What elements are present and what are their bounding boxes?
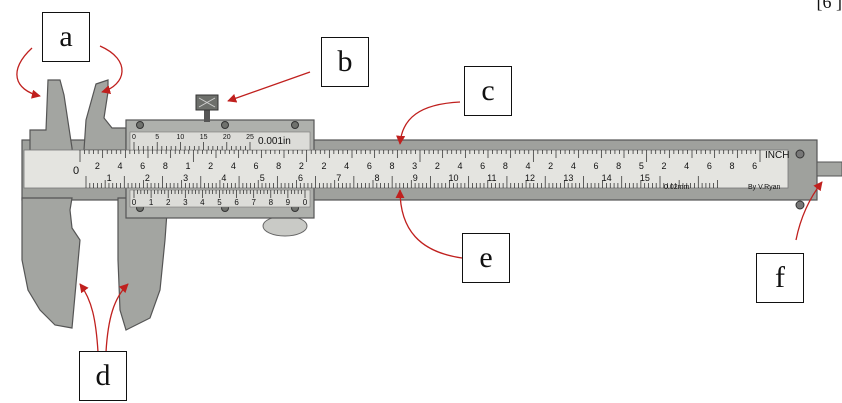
label-f: f	[756, 253, 804, 303]
slider-screw	[136, 121, 144, 129]
inch-number: 2	[661, 161, 666, 171]
inch-number: 3	[412, 161, 417, 171]
vernier-top-number: 20	[223, 134, 231, 141]
cm-number: 9	[413, 173, 418, 183]
inch-number: 6	[707, 161, 712, 171]
arrow-c	[396, 101, 461, 145]
cm-number: 5	[260, 173, 265, 183]
beam-screw	[795, 149, 805, 159]
cm-number: 3	[183, 173, 188, 183]
vernier-bottom-number: 5	[217, 198, 222, 207]
inch-number: 6	[140, 161, 145, 171]
inch-number: 2	[95, 161, 100, 171]
inch-number: 4	[684, 161, 689, 171]
vernier-bottom-number: 7	[251, 198, 256, 207]
cm-number: 6	[298, 173, 303, 183]
label-c: c	[464, 66, 512, 116]
vernier-top-number: 25	[246, 134, 254, 141]
inch-number: 2	[548, 161, 553, 171]
inch-number: 6	[253, 161, 258, 171]
vernier-top-number: 5	[155, 134, 159, 141]
inch-number: 8	[276, 161, 281, 171]
inch-number: 6	[480, 161, 485, 171]
inch-number: 8	[503, 161, 508, 171]
label-d: d	[79, 351, 127, 401]
corner-mark: [6 ]	[816, 0, 842, 12]
inch-unit-text: INCH	[765, 150, 789, 161]
vernier-bottom-number: 0	[132, 198, 137, 207]
cm-number: 1	[107, 173, 112, 183]
cm-number: 10	[449, 173, 459, 183]
beam-screw	[795, 200, 805, 210]
cm-number: 13	[563, 173, 573, 183]
cm-number: 0	[73, 165, 79, 177]
inch-number: 2	[321, 161, 326, 171]
inch-number: 8	[389, 161, 394, 171]
label-e: e	[462, 233, 510, 283]
inch-number: 4	[117, 161, 122, 171]
inch-number: 2	[299, 161, 304, 171]
scale-ticks	[79, 142, 761, 198]
vernier-bottom-number: 1	[149, 198, 154, 207]
inch-number: 4	[344, 161, 349, 171]
inch-number: 4	[231, 161, 236, 171]
inch-number: 6	[752, 161, 757, 171]
fixed-lower-jaw	[21, 197, 81, 329]
vernier-top-face	[129, 131, 311, 151]
arrow-d-left	[79, 283, 99, 353]
vernier-top-number: 15	[200, 134, 208, 141]
vernier-bottom-number: 6	[234, 198, 239, 207]
credit-text: By V.Ryan	[748, 184, 781, 191]
inch-number: 4	[457, 161, 462, 171]
inch-number: 4	[525, 161, 530, 171]
inch-number: 8	[729, 161, 734, 171]
slider-screw	[291, 121, 299, 129]
slider-screw	[221, 121, 229, 129]
vernier-bottom-number: 4	[200, 198, 205, 207]
inch-number: 4	[571, 161, 576, 171]
cm-number: 11	[487, 173, 496, 183]
arrow-a-right	[99, 45, 123, 95]
mm-precision-text: 0.02mm	[664, 184, 689, 191]
cm-number: 2	[145, 173, 150, 183]
locking-screw-stem	[204, 108, 210, 122]
inch-number: 6	[593, 161, 598, 171]
inch-number: 5	[639, 161, 644, 171]
inch-number: 2	[435, 161, 440, 171]
vernier-top-number: 10	[177, 134, 185, 141]
inch-number: 6	[367, 161, 372, 171]
vernier-top-number: 0	[132, 134, 136, 141]
arrow-b	[227, 71, 311, 103]
depth-rod	[816, 161, 842, 177]
inch-number: 8	[616, 161, 621, 171]
thumb-wheel	[262, 215, 308, 237]
arrow-f	[795, 181, 823, 241]
cm-number: 8	[374, 173, 379, 183]
inch-number: 8	[163, 161, 168, 171]
cm-number: 15	[640, 173, 650, 183]
arrow-e	[395, 189, 463, 259]
cm-number: 14	[602, 173, 612, 183]
cm-number: 4	[221, 173, 226, 183]
vernier-bottom-face	[129, 189, 311, 208]
vernier-precision-text: 0.001in	[258, 136, 291, 147]
vernier-bottom-number: 9	[286, 198, 291, 207]
main-scale-face	[23, 149, 789, 189]
vernier-bottom-number: 2	[166, 198, 171, 207]
label-a: a	[42, 12, 90, 62]
label-b: b	[321, 37, 369, 87]
arrow-d-right	[105, 283, 129, 353]
vernier-bottom-number: 3	[183, 198, 188, 207]
inch-number: 2	[208, 161, 213, 171]
inch-number: 1	[185, 161, 190, 171]
cm-number: 12	[525, 173, 535, 183]
vernier-bottom-number: 0	[303, 198, 308, 207]
cm-number: 7	[336, 173, 341, 183]
vernier-bottom-number: 8	[269, 198, 274, 207]
arrow-a-left	[16, 47, 41, 99]
